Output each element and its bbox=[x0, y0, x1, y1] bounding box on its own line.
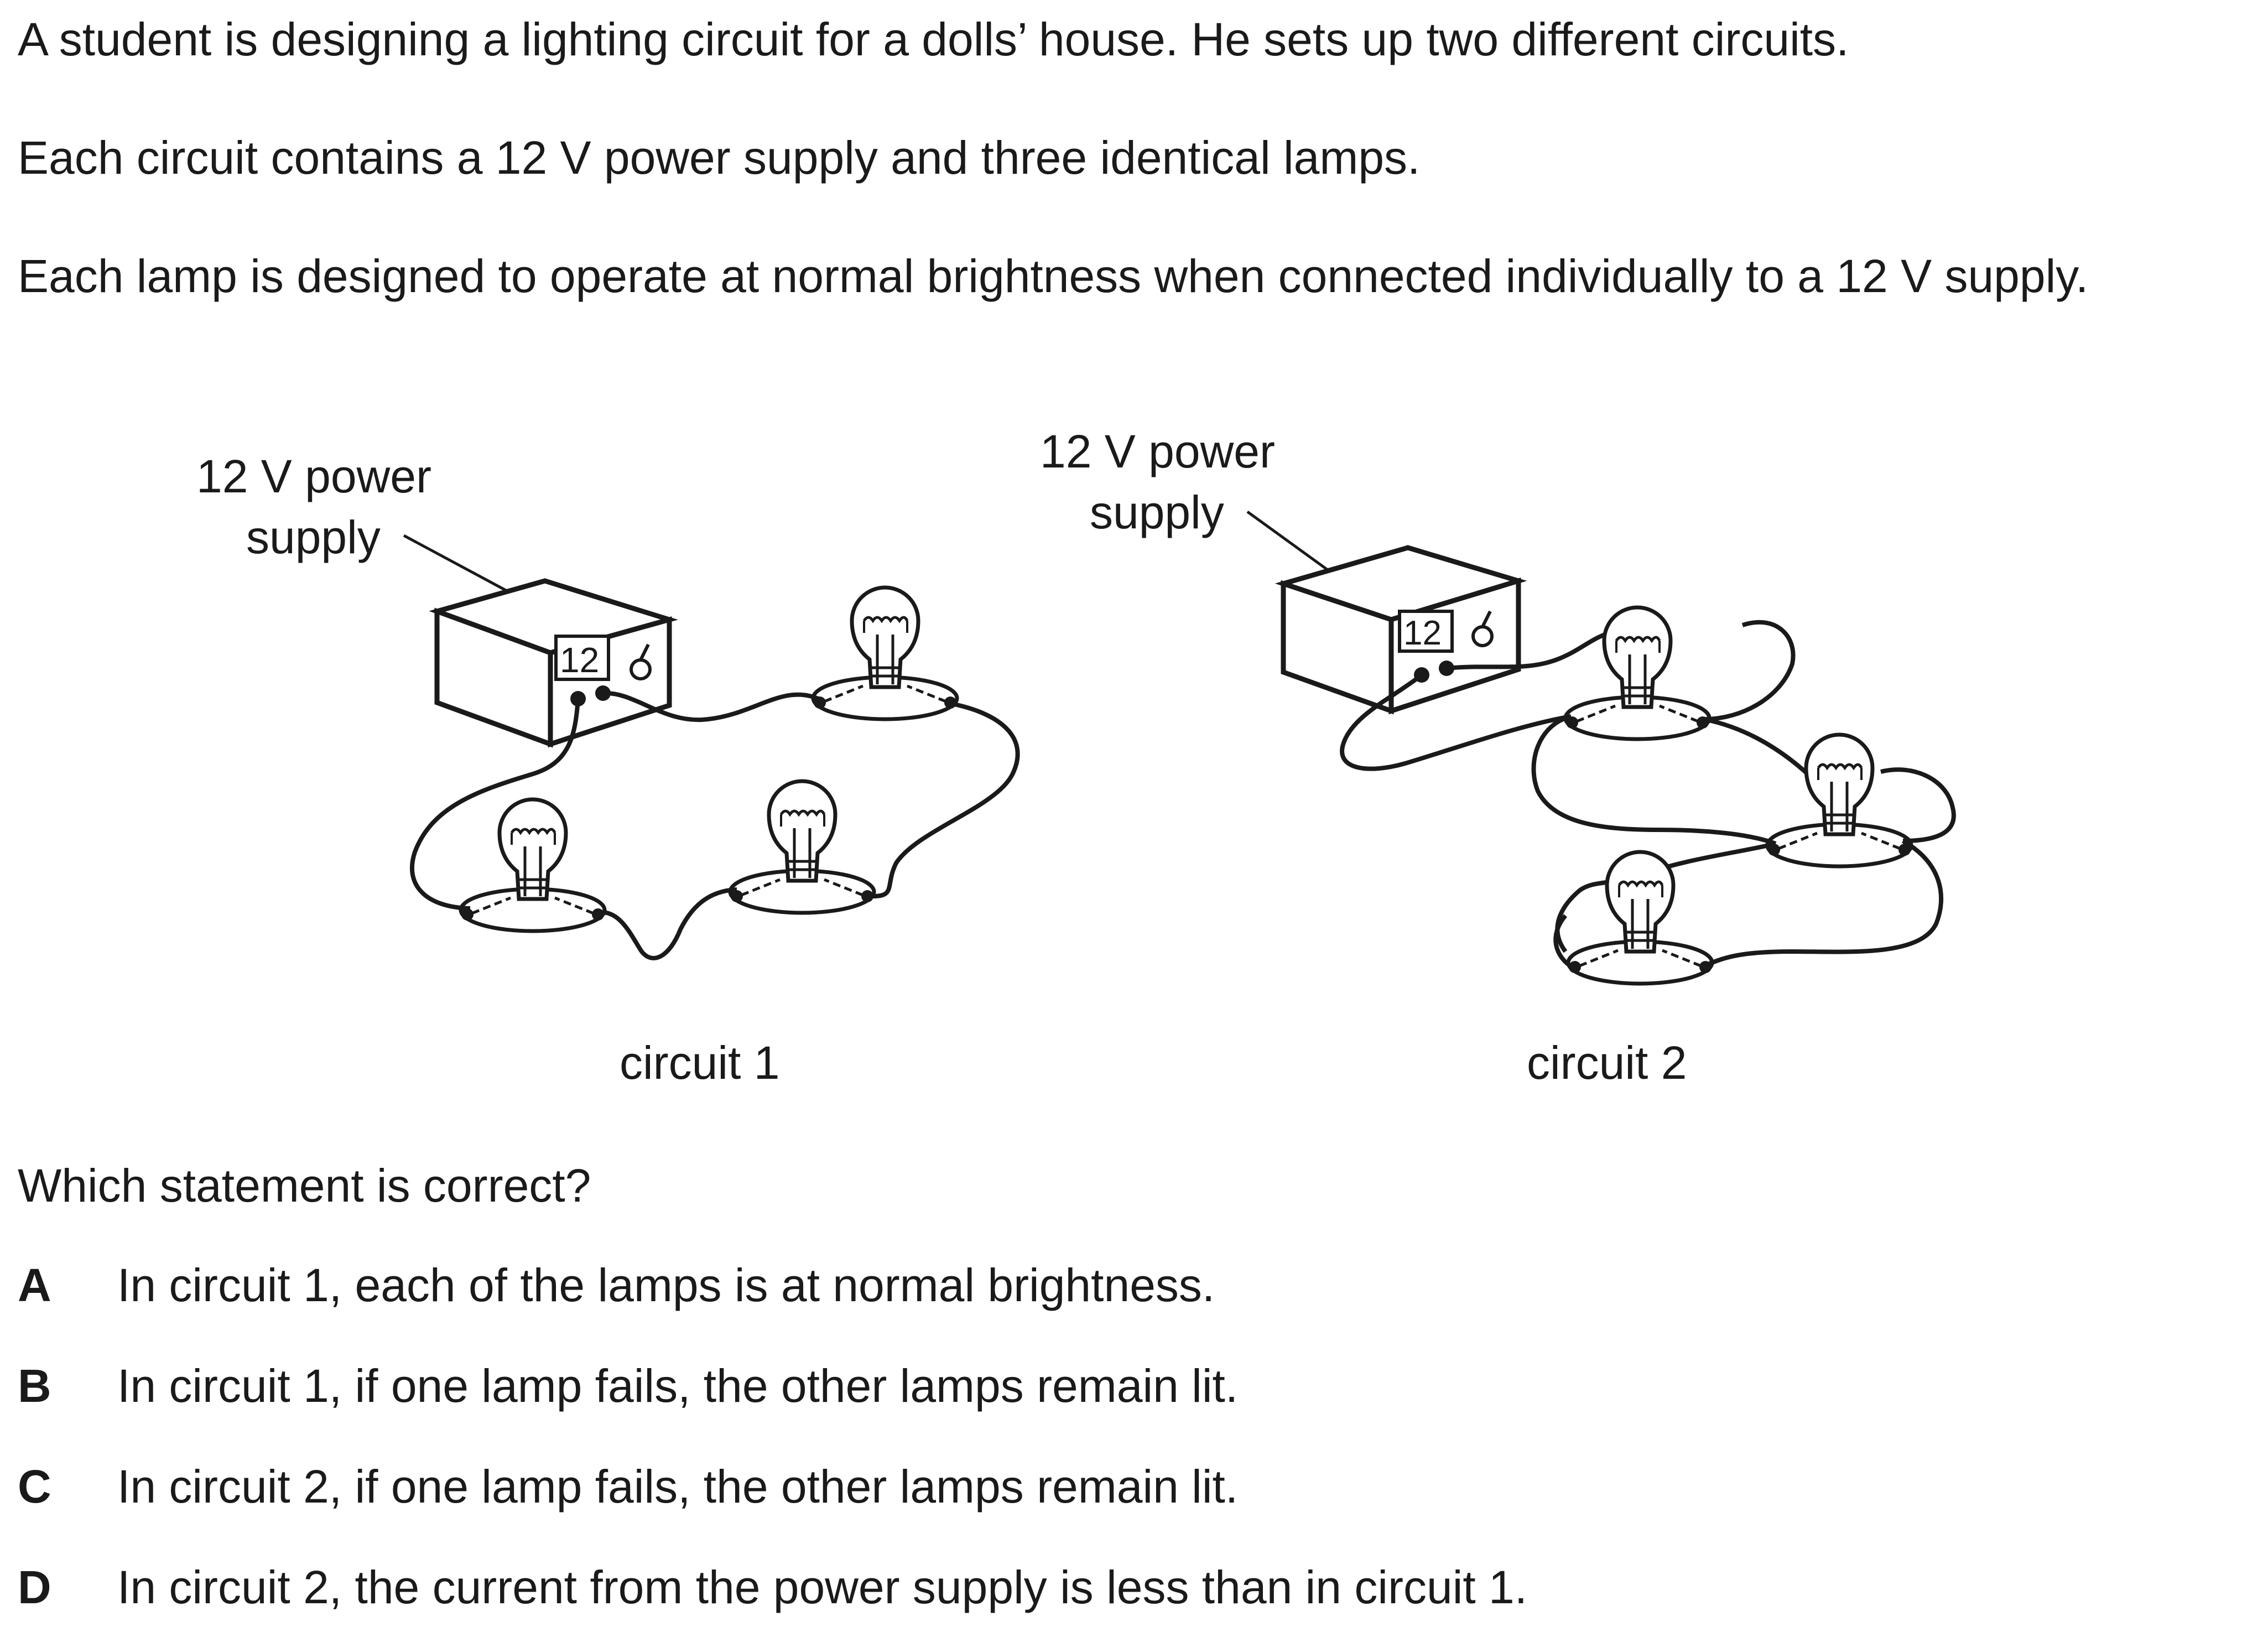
circuit-2-supply-label-line1: 12 V power bbox=[1040, 425, 1275, 477]
circuit-1-power-supply: 12 bbox=[429, 578, 678, 748]
option-b-text: In circuit 1, if one lamp fails, the oth… bbox=[117, 1360, 1239, 1412]
circuit-2-lamp-1 bbox=[1565, 607, 1709, 739]
option-c-text: In circuit 2, if one lamp fails, the oth… bbox=[117, 1461, 1239, 1513]
circuit-1-supply-label-line2: supply bbox=[246, 511, 381, 563]
circuit-2-caption: circuit 2 bbox=[1527, 1037, 1687, 1089]
circuit-2-wires bbox=[1340, 620, 1956, 970]
circuit-2-diagram: 12 V power supply 12 bbox=[1040, 425, 1956, 1089]
circuit-1-lamp-3 bbox=[730, 781, 874, 913]
option-d-text: In circuit 2, the current from the power… bbox=[117, 1561, 1528, 1613]
circuit-2-lamp-3 bbox=[1568, 852, 1712, 984]
option-c-letter: C bbox=[18, 1461, 51, 1513]
circuit-1-wires bbox=[410, 690, 1020, 960]
option-a-letter: A bbox=[18, 1259, 51, 1311]
circuit-2-supply-label-line2: supply bbox=[1090, 486, 1224, 538]
intro-paragraph-1: A student is designing a lighting circui… bbox=[18, 13, 1849, 65]
circuit-2-lamp-2 bbox=[1767, 735, 1911, 866]
circuit-2-power-supply: 12 bbox=[1275, 545, 1527, 715]
option-a-text: In circuit 1, each of the lamps is at no… bbox=[117, 1259, 1215, 1311]
question-stem: Which statement is correct? bbox=[18, 1160, 591, 1212]
circuit-1-caption: circuit 1 bbox=[620, 1037, 779, 1089]
circuit-2-supply-display: 12 bbox=[1403, 614, 1442, 652]
circuit-1-supply-label-line1: 12 V power bbox=[196, 450, 431, 502]
circuit-1-lamp-2 bbox=[461, 799, 605, 931]
intro-paragraph-2: Each circuit contains a 12 V power suppl… bbox=[18, 132, 1421, 184]
option-b-letter: B bbox=[18, 1360, 51, 1412]
circuit-1-diagram: 12 V power supply 12 circuit 1 bbox=[196, 450, 1020, 1089]
intro-paragraph-3: Each lamp is designed to operate at norm… bbox=[18, 250, 2089, 302]
circuit-1-supply-display: 12 bbox=[560, 640, 599, 680]
option-d-letter: D bbox=[18, 1561, 51, 1613]
circuit-1-lamp-1 bbox=[813, 588, 957, 719]
